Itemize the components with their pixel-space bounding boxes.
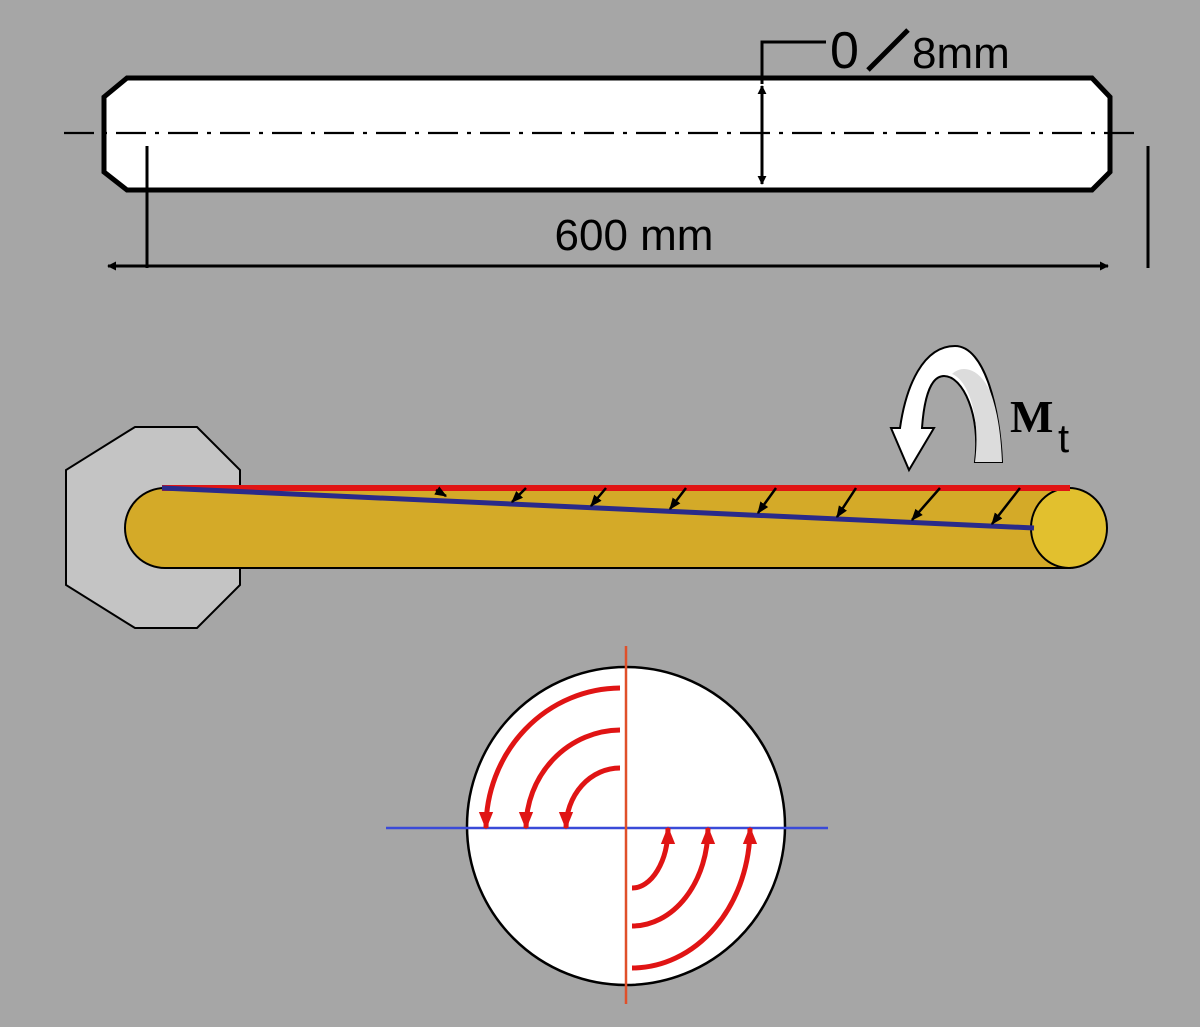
diameter-slash <box>866 28 910 72</box>
displacement-arrow <box>669 487 687 510</box>
torque-symbol: M <box>1010 391 1053 442</box>
rod-body <box>124 487 1071 569</box>
displacement-arrow <box>756 487 778 514</box>
displacement-arrow <box>911 487 941 521</box>
diameter-label: 8mm <box>912 29 1010 78</box>
displacement-arrow <box>835 487 858 519</box>
displacement-arrow <box>991 487 1021 525</box>
torsion-rod: M t <box>65 344 1108 629</box>
torque-arrow-shade <box>952 369 1002 462</box>
twisted-line <box>161 485 1035 531</box>
shear-arrow <box>558 765 621 830</box>
displacement-arrow <box>434 486 448 498</box>
rod-drawing: 0 8mm 600 mm <box>64 22 1150 271</box>
diameter-symbol: 0 <box>830 22 859 80</box>
rod-end-face <box>1030 487 1108 569</box>
shear-arrow <box>631 826 676 891</box>
cross-section <box>386 646 828 1004</box>
shear-arrow <box>631 826 758 971</box>
shear-arrow <box>518 727 621 830</box>
diameter-leader-line <box>760 40 826 84</box>
displacement-arrow <box>511 487 527 503</box>
shear-arrow <box>631 826 716 929</box>
displacement-arrow <box>590 487 607 507</box>
torque-subscript: t <box>1058 417 1069 461</box>
shear-arrow <box>478 685 621 830</box>
length-label: 600 mm <box>555 211 714 260</box>
